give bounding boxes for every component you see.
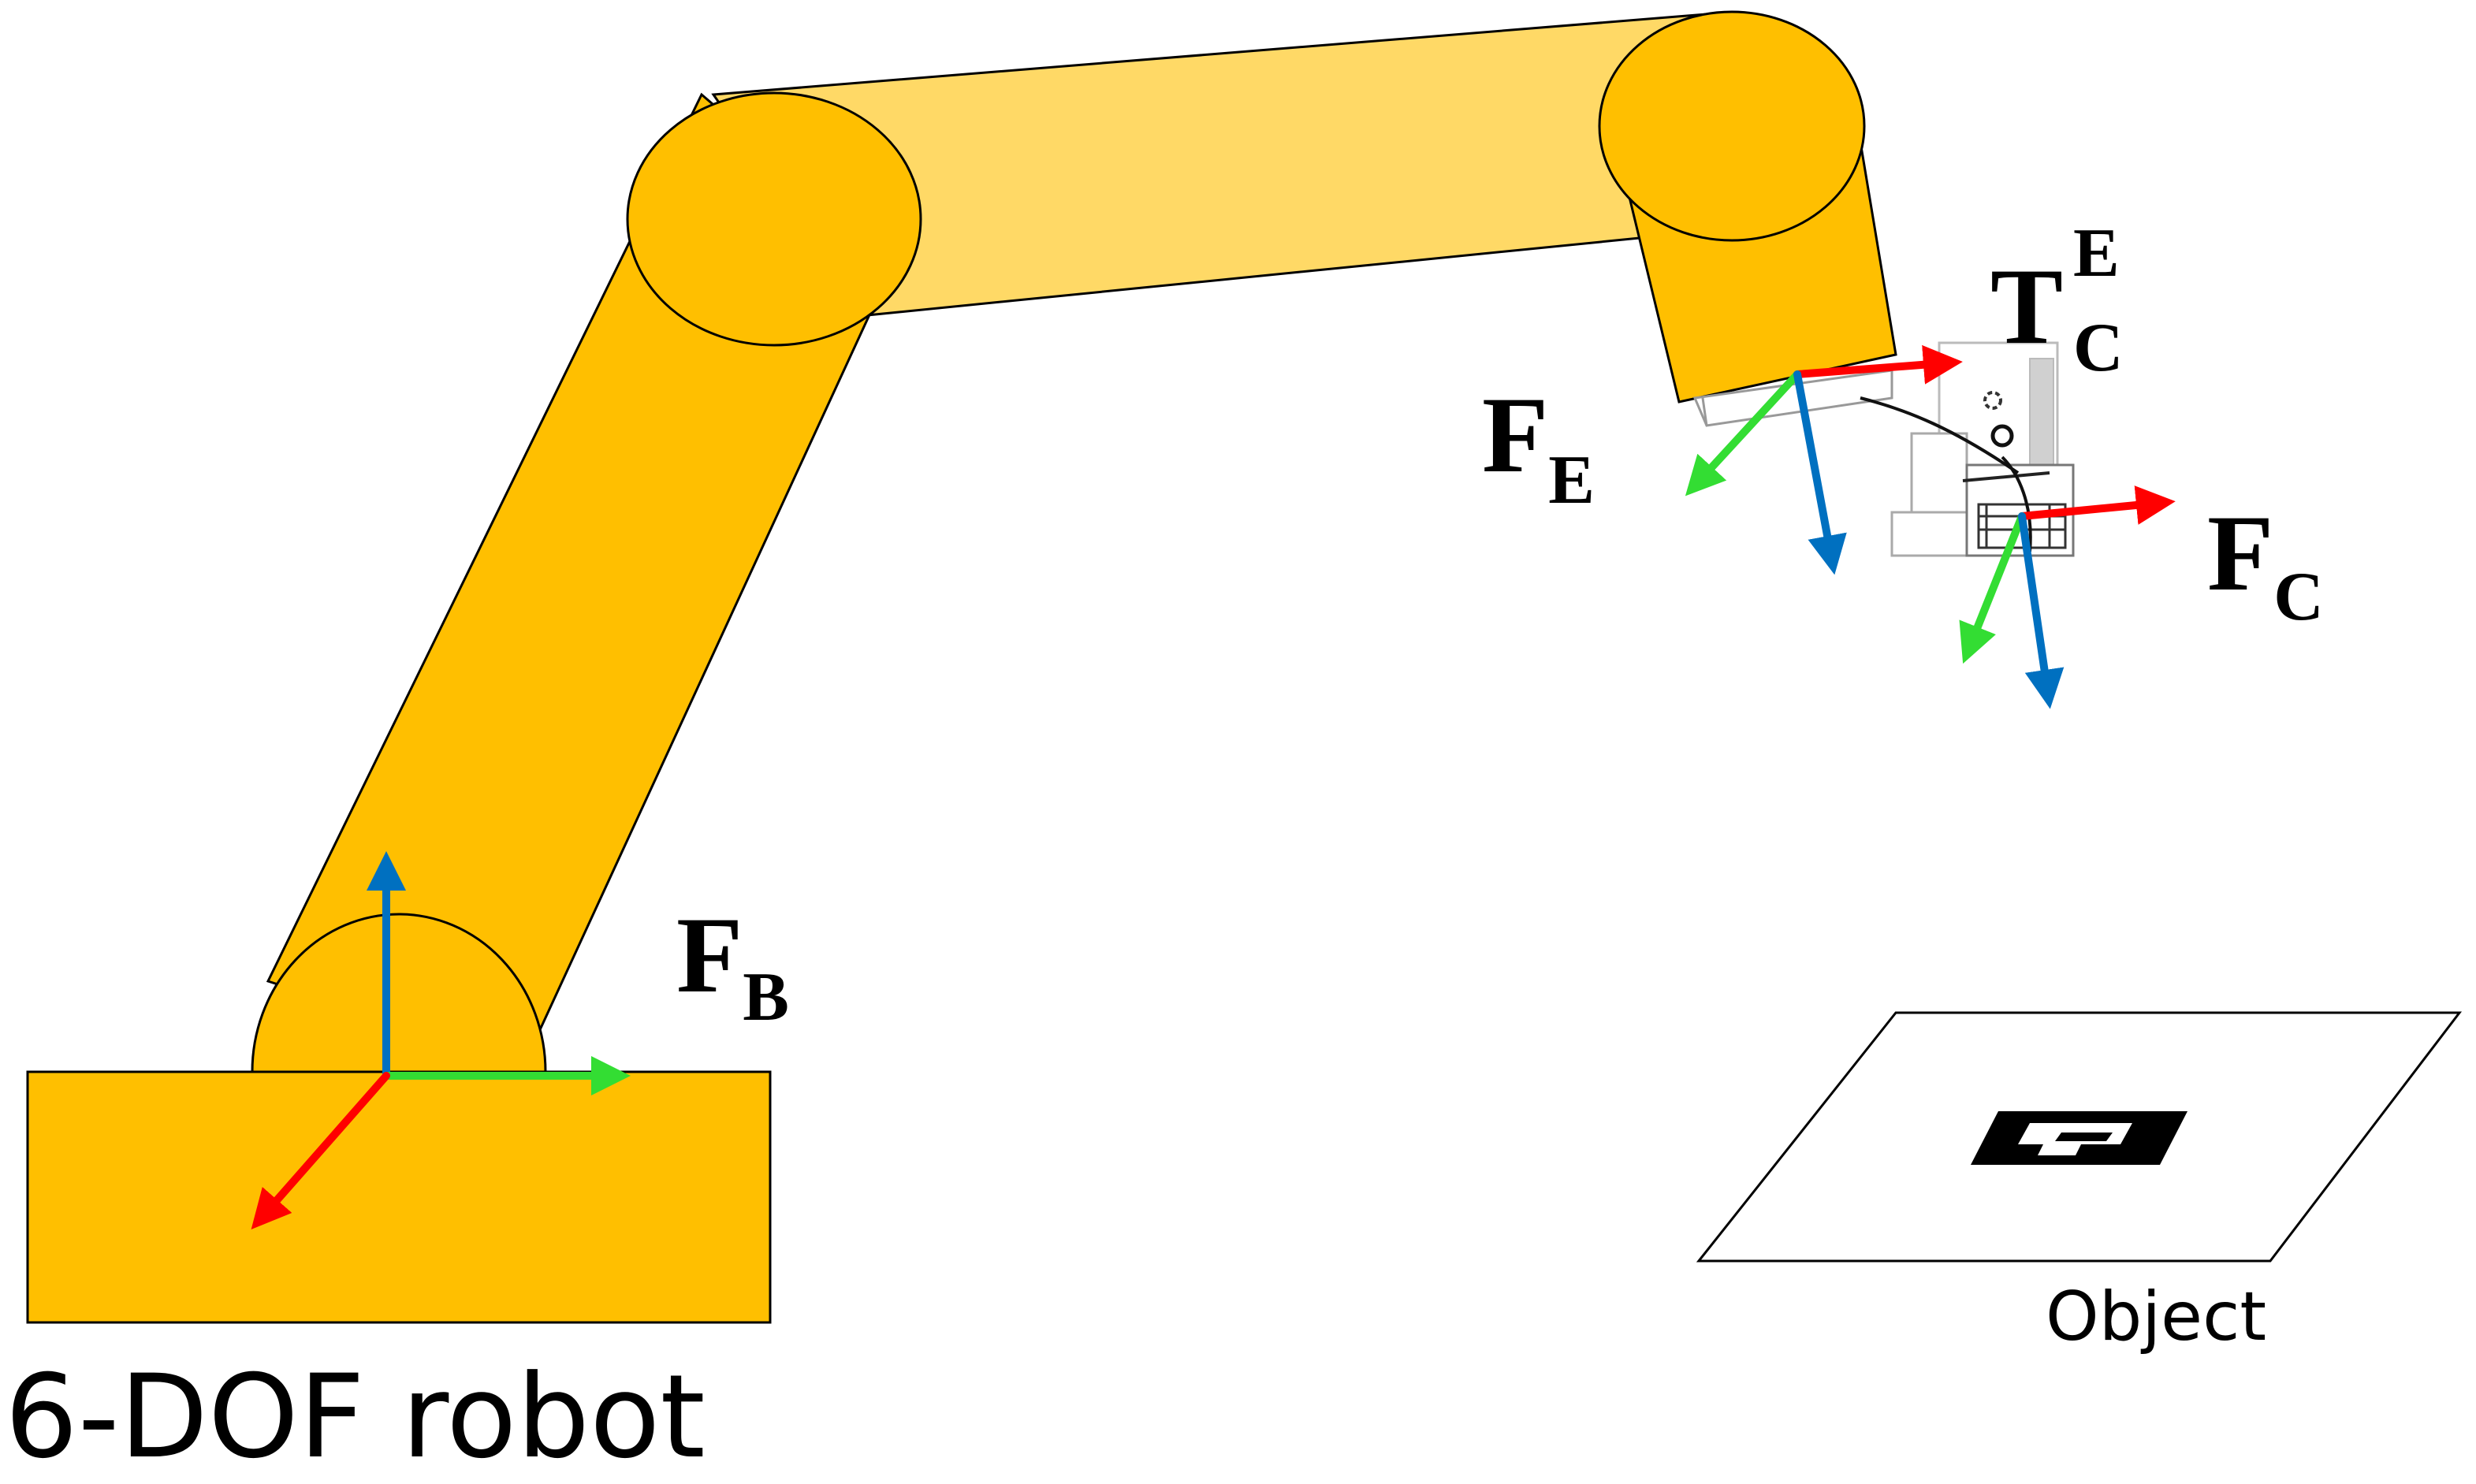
robot-base (26, 1070, 772, 1324)
frame-end-effector-label: FE (1482, 374, 1595, 519)
object-label: Object (2046, 1278, 2266, 1356)
frame-base-main: F (676, 894, 743, 1015)
base-frame-axes (251, 851, 631, 1230)
frame-camera-main: F (2207, 493, 2273, 613)
camera-frame-axes (1959, 485, 2176, 709)
camera-gripper-icon (1692, 341, 2075, 557)
elbow-joint (1598, 10, 1866, 242)
fiducial-marker-icon (1971, 1111, 2187, 1165)
frame-end-effector-main: F (1482, 374, 1548, 495)
end-effector-frame-axes (1685, 344, 1963, 575)
ee-axis-x (1793, 344, 1963, 385)
base-axis-x (251, 1072, 390, 1230)
ee-axis-z (1793, 370, 1847, 575)
frame-camera-label: FC (2207, 493, 2324, 635)
robot-label: 6-DOF robot (5, 1350, 706, 1484)
transform-label-main: T (1990, 246, 2063, 366)
frame-base-label: FB (676, 894, 789, 1036)
ee-axis-y (1685, 370, 1801, 497)
frame-base-sub: B (743, 959, 789, 1036)
shoulder-joint (626, 91, 922, 347)
cam-axis-x (2018, 485, 2176, 525)
cam-axis-z (2018, 512, 2065, 709)
robot-arm (26, 10, 1897, 1324)
transform-label-sub: C (2073, 310, 2124, 386)
object-plane (1696, 1011, 2463, 1263)
cam-axis-y (1959, 512, 2026, 664)
frame-end-effector-sub: E (1548, 442, 1595, 519)
transform-label-sup: E (2073, 215, 2120, 292)
frame-camera-sub: C (2273, 559, 2324, 635)
base-joint (251, 913, 547, 1073)
